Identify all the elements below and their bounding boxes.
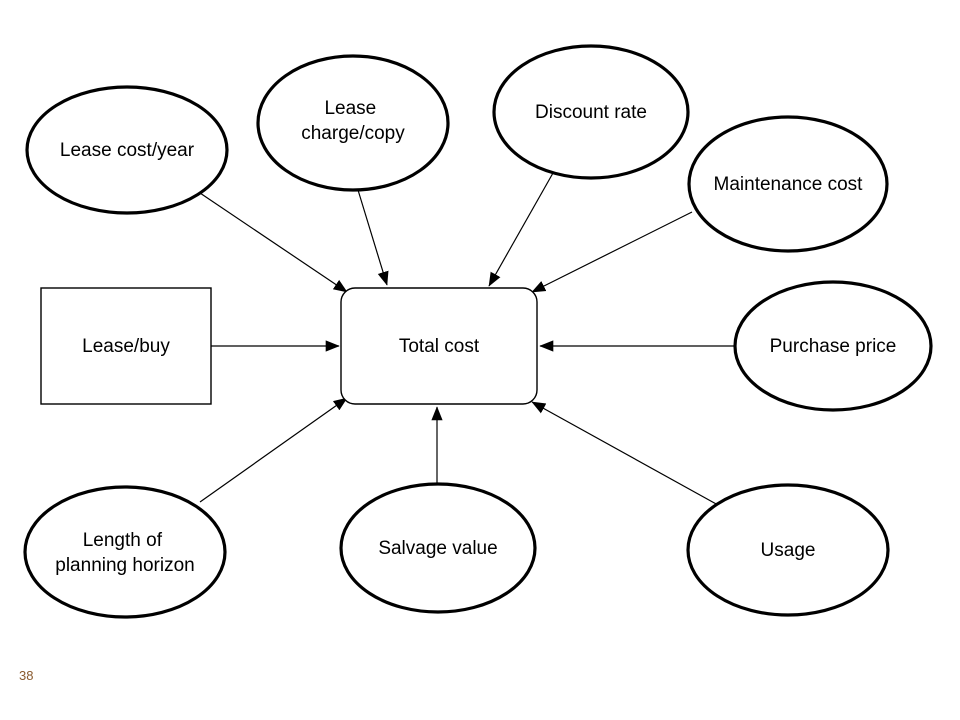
node-label: Usage [761,540,816,561]
node-label: Purchase price [770,336,897,357]
node-label: Length of planning horizon [55,530,194,576]
node-discount-rate: Discount rate [492,44,690,180]
node-label-line-1: Length of [83,530,163,551]
node-shape [686,483,890,617]
node-label: Discount rate [535,102,647,123]
node-total-cost: Total cost [340,287,538,405]
edges [199,172,734,506]
node-shape [23,485,227,619]
node-shape [340,287,538,405]
node-lease-buy: Lease/buy [40,287,212,405]
node-shape [492,44,690,180]
node-usage: Usage [686,483,890,617]
node-label: Maintenance cost [714,174,864,195]
node-shape [40,287,212,405]
node-length-of-planning-horizon: Length of planning horizon [23,485,227,619]
node-label: Lease charge/copy [301,98,405,144]
node-label: Total cost [399,336,480,357]
node-label-line-2: charge/copy [301,123,405,144]
edge-maintenance-cost-to-total-cost [531,211,693,293]
node-lease-cost-year: Lease cost/year [25,85,229,215]
node-label: Salvage value [378,538,497,559]
node-shape [733,280,933,412]
page-number: 38 [19,668,34,683]
node-salvage-value: Salvage value [339,482,537,614]
node-maintenance-cost: Maintenance cost [687,115,889,253]
node-shape [25,85,229,215]
edge-lease-charge-copy-to-total-cost [357,189,389,286]
node-shape [256,54,450,192]
node-label: Lease/buy [82,336,170,357]
edge-discount-rate-to-total-cost [488,172,554,287]
node-shape [687,115,889,253]
node-label-line-2: planning horizon [55,555,194,576]
node-lease-charge-copy: Lease charge/copy [256,54,450,192]
edge-length-of-planning-horizon-to-total-cost [199,397,348,503]
edge-usage-to-total-cost [531,401,719,506]
edge-lease-cost-year-to-total-cost [199,192,348,293]
node-label: Lease cost/year [60,140,195,161]
node-purchase-price: Purchase price [733,280,933,412]
node-shape [339,482,537,614]
node-label-line-1: Lease [324,98,376,119]
